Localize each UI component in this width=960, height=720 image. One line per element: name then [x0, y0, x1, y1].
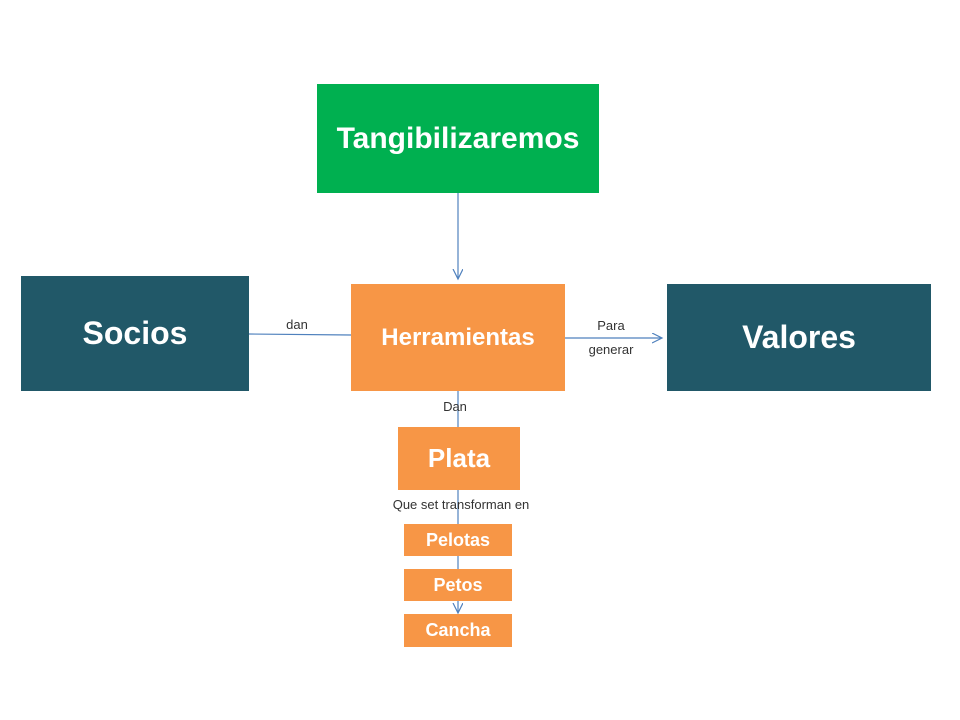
edge-label-dan: dan	[286, 317, 308, 332]
node-tangibilizaremos: Tangibilizaremos	[317, 84, 599, 193]
edge-label-para: Para	[597, 318, 625, 333]
edge-label-para-generar: Para generar	[575, 314, 647, 362]
node-petos: Petos	[404, 569, 512, 601]
node-valores: Valores	[667, 284, 931, 391]
connector-socios-herramientas	[248, 333, 352, 336]
edge-label-dan-down: Dan	[443, 399, 467, 414]
edge-label-transforman: Que set transforman en	[392, 497, 530, 512]
node-herramientas: Herramientas	[351, 284, 565, 391]
node-plata: Plata	[398, 427, 520, 490]
node-pelotas: Pelotas	[404, 524, 512, 556]
node-cancha: Cancha	[404, 614, 512, 647]
edge-label-generar: generar	[588, 342, 634, 357]
node-socios: Socios	[21, 276, 249, 391]
